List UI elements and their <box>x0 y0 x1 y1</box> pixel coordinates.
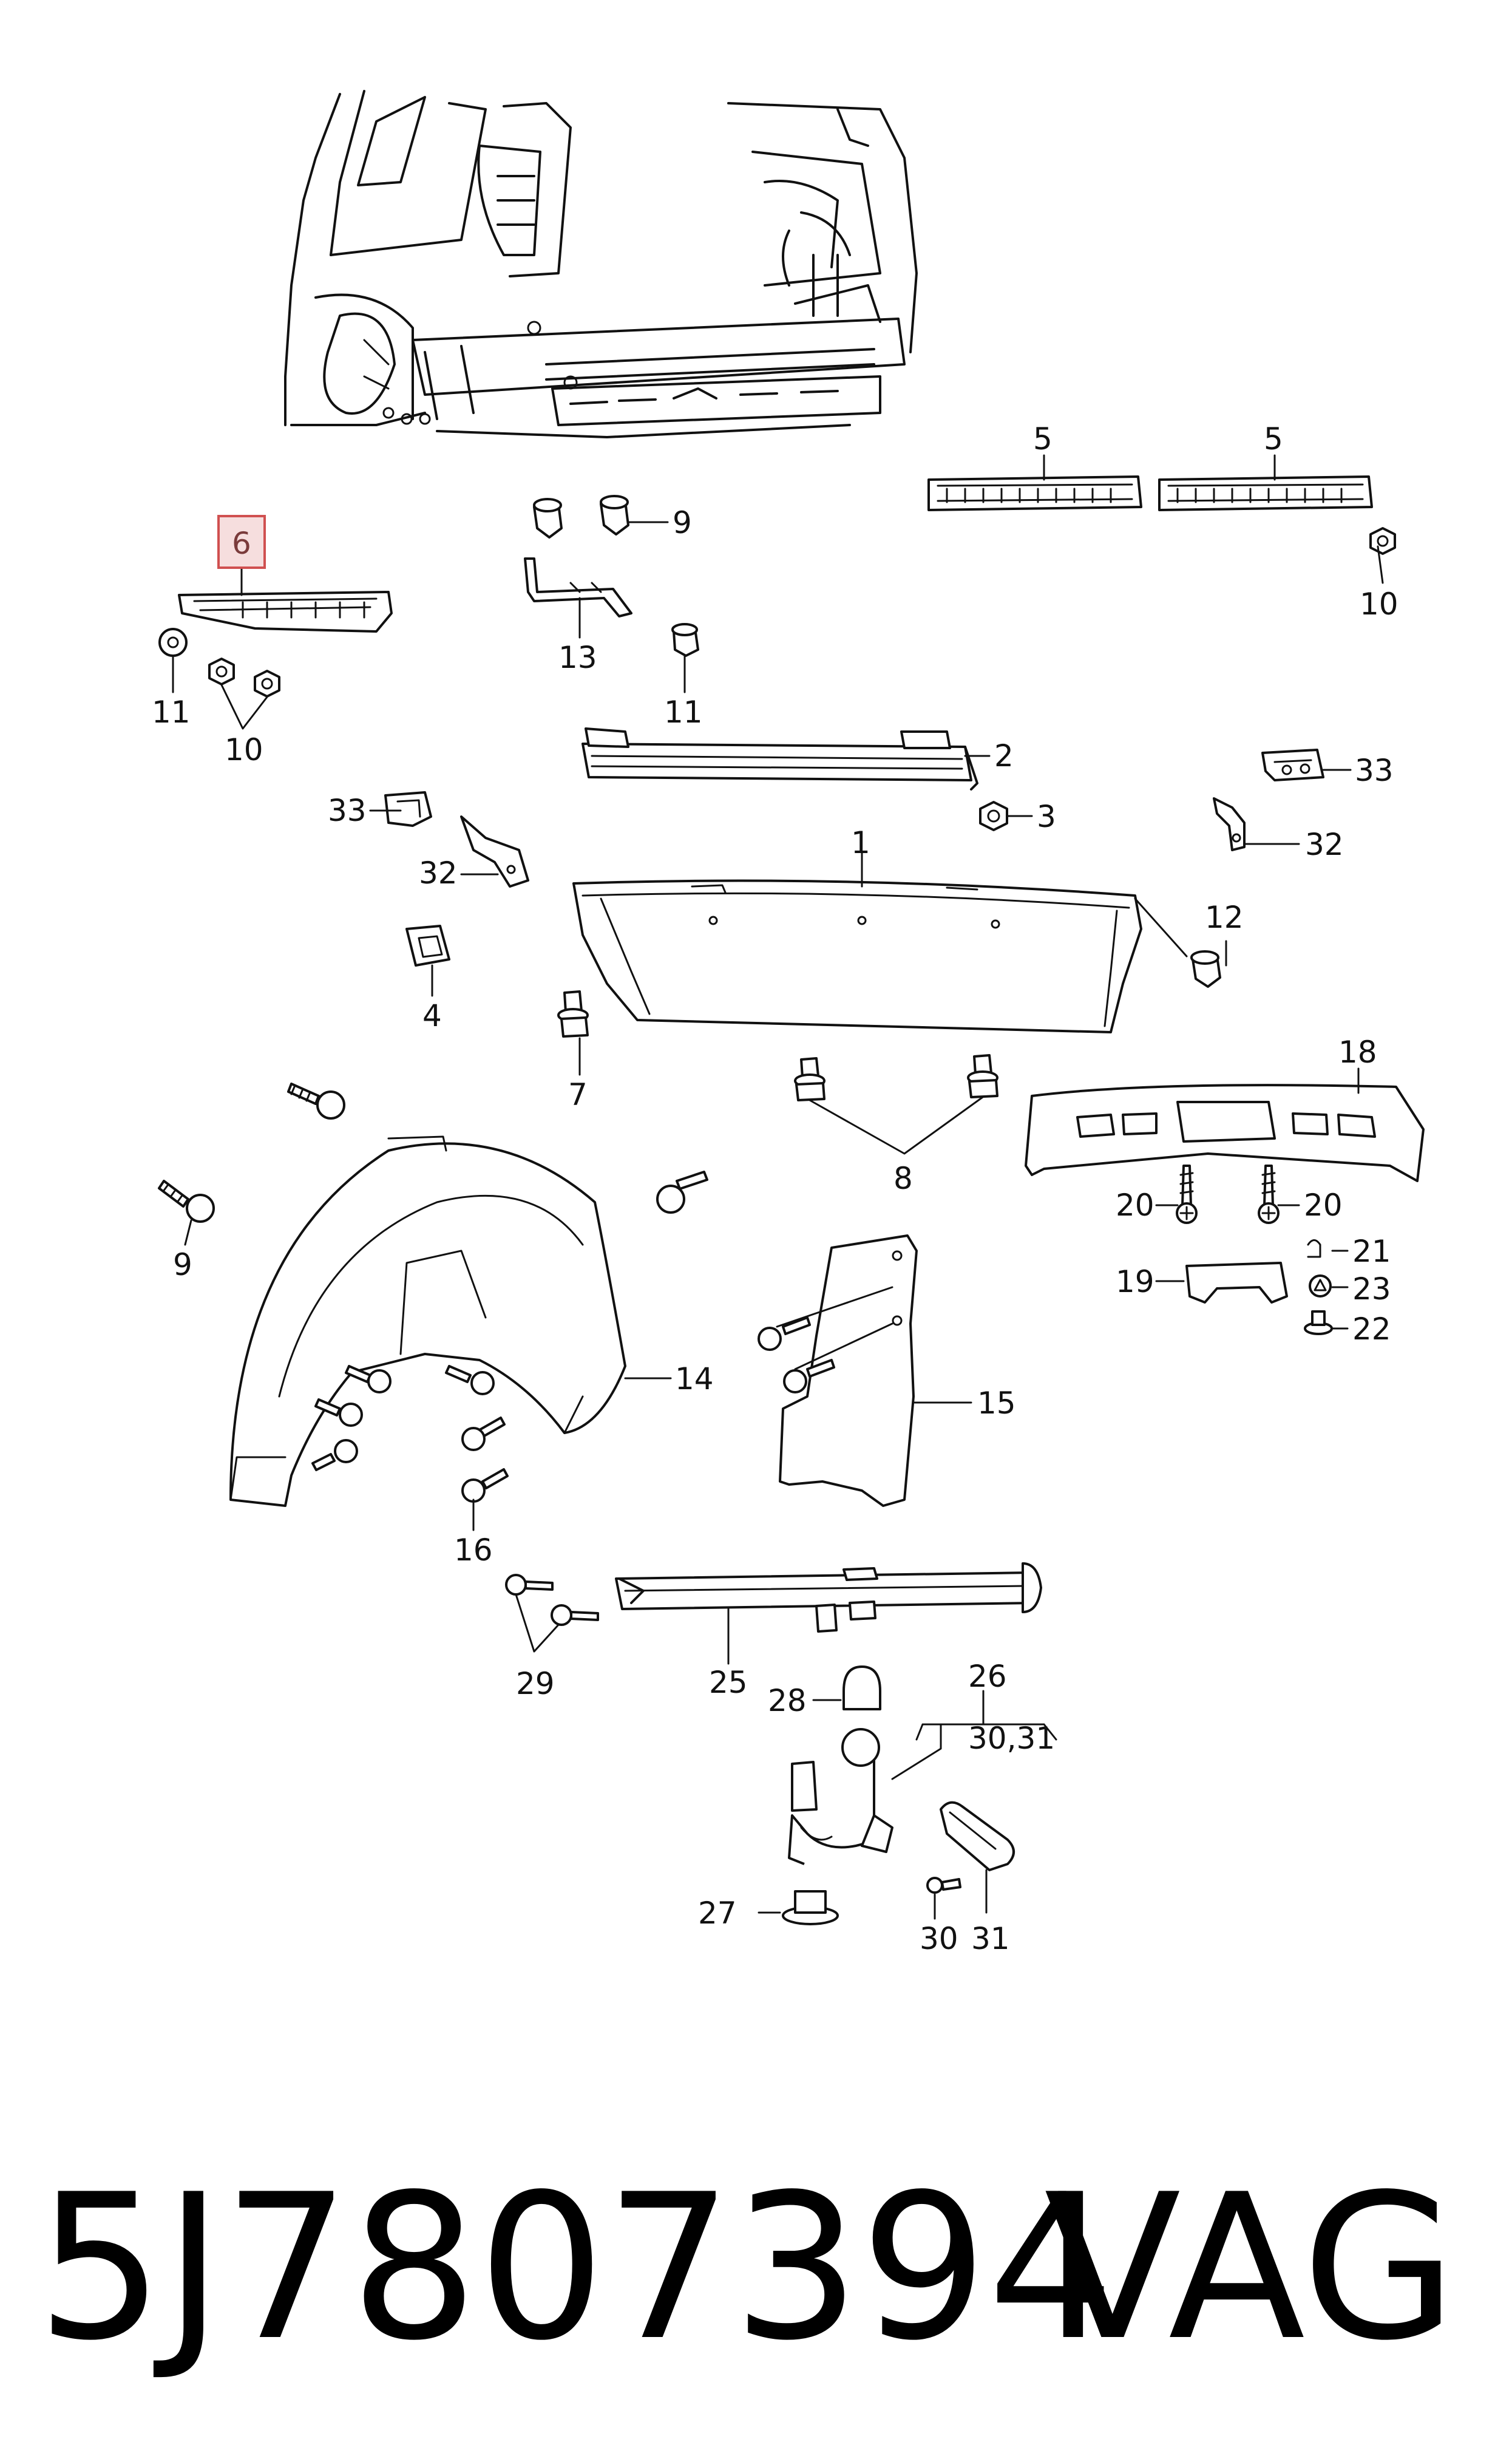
part-18-diffuser <box>1025 1084 1425 1182</box>
callout-1: 1 <box>851 825 870 860</box>
part-32-bracket-left <box>460 815 529 888</box>
callout-7: 7 <box>568 1077 588 1112</box>
part-5-bracket-right <box>1158 475 1373 511</box>
vehicle-rear-body <box>284 90 918 438</box>
part-30-screw <box>926 1877 961 1894</box>
part-23-nut <box>1309 1274 1332 1298</box>
part-3-nut <box>979 801 1008 831</box>
highlight-box-6 <box>217 515 266 569</box>
part-10-nut-right <box>1369 527 1396 555</box>
callout-30: 30 <box>920 1921 958 1956</box>
callout-13: 13 <box>558 640 597 675</box>
part-1-bumper-cover <box>572 879 1142 1033</box>
callout-31: 31 <box>971 1921 1010 1956</box>
part-8-clips <box>794 1054 998 1101</box>
callout-27: 27 <box>698 1896 737 1931</box>
part-11-clip-left <box>158 628 188 657</box>
part-12-clip <box>1190 950 1221 988</box>
part-7-clip <box>557 990 589 1038</box>
callout-16: 16 <box>454 1532 493 1568</box>
part-27-bolt <box>782 1890 839 1925</box>
leader-lines <box>172 454 1384 1920</box>
callout-8: 8 <box>893 1161 913 1196</box>
callout-22: 22 <box>1352 1311 1391 1347</box>
callout-28: 28 <box>768 1683 807 1718</box>
part-26-tow-ball <box>788 1728 893 1865</box>
part-9-clip-nuts-top <box>533 495 629 539</box>
callout-29: 29 <box>516 1666 555 1701</box>
callout-25: 25 <box>709 1665 748 1700</box>
callout-20a: 20 <box>1116 1188 1154 1223</box>
callout-12: 12 <box>1205 900 1244 935</box>
callout-9b: 9 <box>173 1247 192 1282</box>
callout-18: 18 <box>1338 1035 1377 1070</box>
callout-32b: 32 <box>1305 827 1344 862</box>
callout-5a: 5 <box>1033 421 1053 457</box>
part-2-impact-beam <box>581 727 978 791</box>
callout-33b: 33 <box>1355 753 1394 788</box>
callout-21: 21 <box>1352 1234 1391 1269</box>
part-20-screws <box>1176 1165 1280 1224</box>
part-19-cover <box>1185 1262 1288 1304</box>
callout-2: 2 <box>994 738 1014 774</box>
part-9-bolts <box>158 1083 708 1223</box>
callout-11b: 11 <box>664 695 703 730</box>
callout-10a: 10 <box>1360 587 1398 622</box>
part-25-tow-bar <box>615 1562 1042 1633</box>
part-6-bracket <box>178 591 393 633</box>
part-15-mud-flap <box>779 1234 918 1507</box>
callout-20b: 20 <box>1304 1188 1343 1223</box>
callout-6: 6 <box>232 526 251 561</box>
callout-26: 26 <box>968 1659 1007 1694</box>
callout-32a: 32 <box>419 856 458 891</box>
part-13-bracket <box>524 557 632 617</box>
callout-labels: 1 2 3 4 5 5 6 7 8 9 9 10 10 11 11 12 13 … <box>152 421 1398 1956</box>
part-22-rivet <box>1304 1310 1333 1335</box>
callout-23: 23 <box>1352 1271 1391 1307</box>
callout-14: 14 <box>675 1361 714 1396</box>
callout-33a: 33 <box>328 793 367 828</box>
part-32-bracket-right <box>1213 797 1246 851</box>
part-number: 5J7807394 <box>36 2151 1115 2384</box>
part-14-wheel-arch-liner <box>229 1135 626 1507</box>
callout-3: 3 <box>1037 799 1056 834</box>
part-5-bracket-left <box>927 475 1142 511</box>
callout-9a: 9 <box>673 505 692 540</box>
part-15-screws <box>758 1316 835 1393</box>
part-29-bolts <box>505 1574 599 1626</box>
part-21-clip <box>1307 1239 1321 1258</box>
callout-11a: 11 <box>152 695 191 730</box>
part-33-clip-right <box>1261 749 1324 781</box>
part-33-clip-left <box>384 791 432 827</box>
callout-5b: 5 <box>1264 421 1283 457</box>
part-10-nuts-left <box>208 658 280 698</box>
part-16-screws <box>311 1365 509 1503</box>
brand-name: VAG <box>1044 2151 1457 2384</box>
part-31-cover <box>940 1801 1015 1871</box>
part-28-cap <box>842 1665 881 1710</box>
callout-10b: 10 <box>225 732 263 767</box>
callout-19: 19 <box>1116 1264 1154 1299</box>
part-11-clip-right <box>671 623 699 657</box>
callout-4: 4 <box>422 998 442 1033</box>
callout-15: 15 <box>977 1386 1016 1421</box>
callout-26-sub: 30,31 <box>968 1721 1055 1756</box>
part-4-clip <box>405 925 450 967</box>
